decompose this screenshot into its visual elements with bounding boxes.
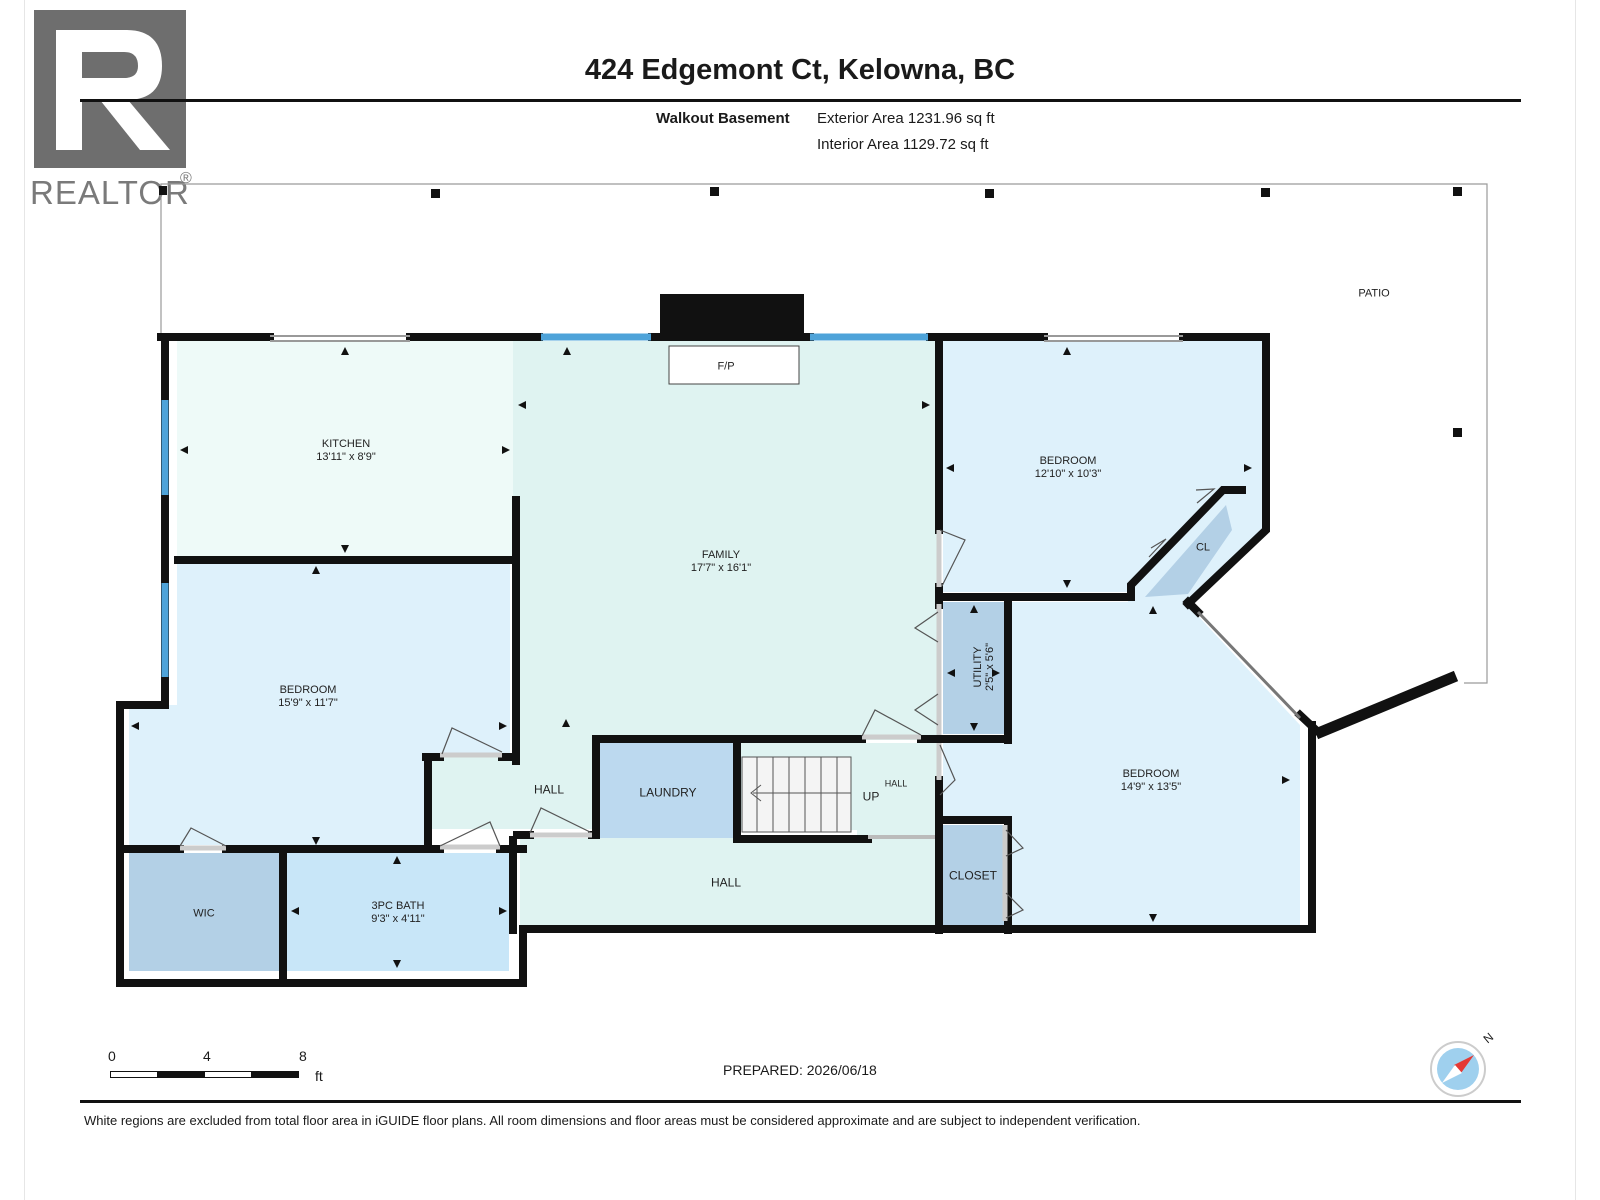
patio-angled-wall	[1313, 670, 1459, 740]
realtor-r-mark	[34, 10, 186, 168]
level-name: Walkout Basement	[656, 110, 790, 127]
scale-tick-8: 8	[299, 1048, 307, 1064]
prepared-date: PREPARED: 2026/06/18	[723, 1062, 877, 1078]
fireplace-label: F/P	[717, 360, 735, 373]
walls	[116, 333, 1322, 987]
scale-bar-graphic	[110, 1071, 299, 1078]
bath-label: 3PC BATH 9'3" x 4'11"	[371, 900, 424, 926]
family-label: FAMILY 17'7" x 16'1"	[691, 549, 751, 575]
utility-label: UTILITY 2'5" x 5'6"	[972, 643, 996, 691]
sliding-frames	[270, 335, 1183, 342]
room-dims: 14'9" x 13'5"	[1120, 781, 1182, 793]
fireplace-chimney	[660, 294, 804, 340]
stairs-up-label: UP	[862, 789, 880, 804]
scale-tick-0: 0	[108, 1048, 116, 1064]
room-dims: 12'10" x 10'3"	[1034, 468, 1102, 480]
laundry-label: LAUNDRY	[639, 785, 697, 800]
header-rule	[80, 99, 1521, 102]
wic-label: WIC	[193, 907, 215, 920]
room-name: BEDROOM	[279, 684, 337, 696]
room-dims: 2'5" x 5'6"	[984, 642, 996, 692]
room-name: BEDROOM	[1122, 768, 1180, 780]
room-dims: 15'9" x 11'7"	[278, 697, 338, 709]
fireplace-hearth	[668, 345, 800, 385]
exterior-area: Exterior Area 1231.96 sq ft	[817, 110, 995, 127]
angled-window	[1196, 610, 1302, 720]
room-dims: 9'3" x 4'11"	[371, 913, 425, 925]
scale-tick-4: 4	[203, 1048, 211, 1064]
footer-disclaimer: White regions are excluded from total fl…	[84, 1113, 1141, 1128]
room-name: FAMILY	[701, 549, 741, 561]
patio-posts	[159, 186, 1462, 437]
closet-label: CLOSET	[948, 868, 998, 883]
kitchen-label: KITCHEN 13'11" x 8'9"	[316, 438, 376, 464]
bedroom-ne-label: BEDROOM 12'10" x 10'3"	[1035, 455, 1101, 481]
patio-outline	[160, 183, 1488, 684]
room-name: UTILITY	[972, 646, 984, 688]
room-dims: 17'7" x 16'1"	[690, 562, 752, 574]
realtor-logo: REALTOR ®	[30, 6, 210, 211]
bedroom-se-label: BEDROOM 14'9" x 13'5"	[1121, 768, 1181, 794]
footer-rule	[80, 1100, 1521, 1103]
dimension-arrows	[131, 347, 1290, 968]
staircase	[741, 756, 852, 833]
page-frame	[24, 0, 1576, 1200]
closet-cl-label: CL	[1195, 541, 1211, 554]
registered-mark: ®	[180, 170, 192, 187]
room-name: BEDROOM	[1039, 455, 1097, 467]
hall-label-1: HALL	[533, 782, 565, 797]
room-dims: 13'11" x 8'9"	[316, 451, 376, 463]
doors	[179, 488, 1216, 921]
page-title: 424 Edgemont Ct, Kelowna, BC	[584, 54, 1016, 86]
bedroom-w-label: BEDROOM 15'9" x 11'7"	[278, 684, 338, 710]
interior-area: Interior Area 1129.72 sq ft	[817, 136, 989, 153]
compass-icon: N	[1428, 1030, 1498, 1104]
hall-label-2: HALL	[884, 778, 908, 789]
room-name: 3PC BATH	[371, 900, 425, 912]
scale-unit: ft	[315, 1068, 323, 1084]
room-name: KITCHEN	[321, 438, 371, 450]
patio-label: PATIO	[1358, 287, 1390, 300]
hall-label-3: HALL	[710, 875, 742, 890]
windows	[161, 333, 928, 677]
